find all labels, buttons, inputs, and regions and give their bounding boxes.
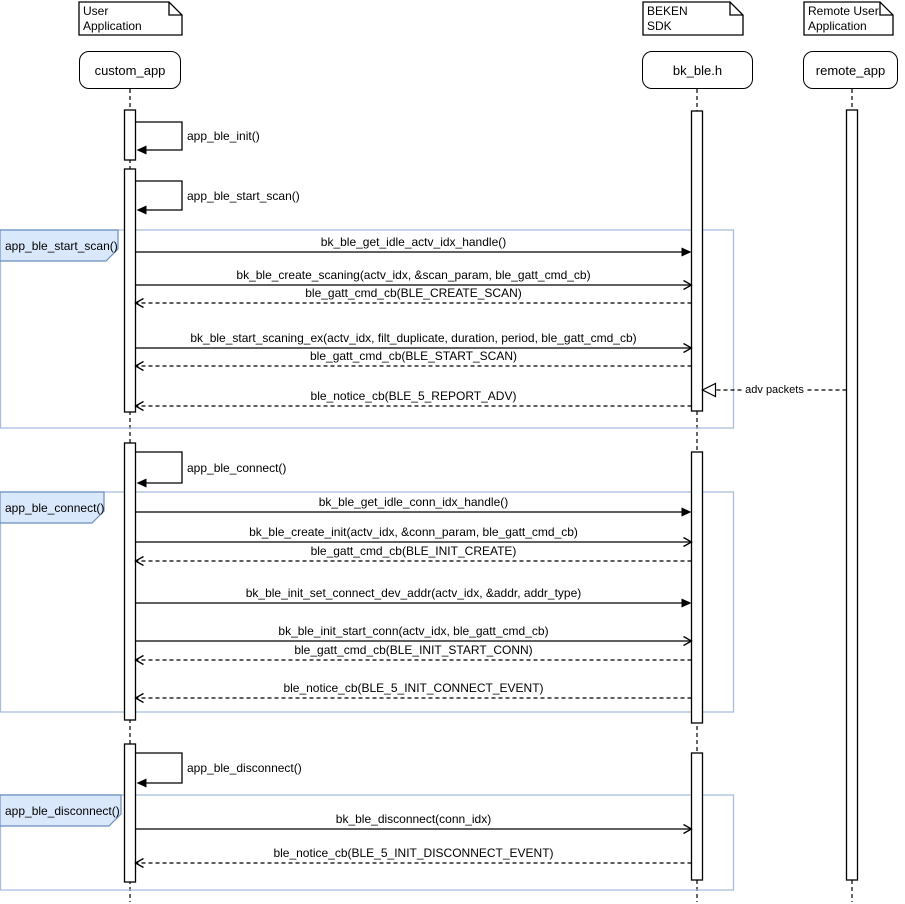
message-label: bk_ble_get_idle_conn_idx_handle() [318, 495, 509, 509]
arrowhead-open-icon [134, 692, 144, 704]
note-shape [78, 1, 183, 36]
self-call-label: app_ble_disconnect() [187, 761, 302, 775]
activation-bar-bk_ble.h [690, 752, 704, 881]
arrowhead-open-icon [134, 297, 144, 309]
activation-bar-remote_app [845, 109, 859, 881]
activation-bar-bk_ble.h [690, 110, 704, 412]
message-label: ble_gatt_cmd_cb(BLE_INIT_START_CONN) [294, 643, 533, 657]
frame-app_ble_disconnect [0, 794, 735, 891]
frame-label: app_ble_disconnect() [5, 803, 120, 818]
message-label: bk_ble_get_idle_actv_idx_handle() [320, 235, 507, 249]
arrowhead-open-icon [134, 857, 144, 869]
message-label: ble_notice_cb(BLE_5_REPORT_ADV) [310, 389, 517, 403]
message-label: ble_gatt_cmd_cb(BLE_CREATE_SCAN) [305, 286, 522, 300]
activation-bar-custom_app [123, 442, 137, 721]
arrowhead-triangle-icon [701, 382, 717, 398]
note-shape [642, 1, 744, 36]
arrowhead-filled-icon [681, 507, 692, 517]
participant-box: remote_app [803, 51, 898, 89]
self-call-label: app_ble_start_scan() [187, 188, 300, 203]
frame-app_ble_start_scan [0, 229, 735, 429]
frame-label: app_ble_start_scan() [5, 238, 118, 253]
frame-app_ble_connect [0, 491, 735, 713]
arrowhead-open-icon [683, 635, 693, 647]
frame-label-shape [0, 229, 119, 262]
arrowhead-filled-icon [136, 478, 147, 488]
arrowhead-open-icon [134, 400, 144, 412]
arrowhead-open-icon [134, 360, 144, 372]
message-label: bk_ble_create_scaning(actv_idx, &scan_pa… [236, 268, 591, 282]
arrowhead-open-icon [683, 536, 693, 548]
activation-bar-custom_app [123, 168, 137, 413]
frame-label-shape [0, 491, 105, 524]
participant-note: Remote User Application [808, 4, 879, 33]
message-label: bk_ble_start_scaning_ex(actv_idx, filt_d… [190, 331, 637, 345]
participant-note: User Application [83, 4, 142, 33]
arrowhead-filled-icon [136, 778, 147, 788]
message-label: bk_ble_create_init(actv_idx, &conn_param… [249, 525, 578, 539]
arrowhead-filled-icon [136, 145, 147, 155]
frame-label: app_ble_connect() [5, 500, 105, 515]
arrowhead-open-icon [683, 823, 693, 835]
participant-note: BEKEN SDK [647, 4, 688, 33]
message-label: ble_gatt_cmd_cb(BLE_INIT_CREATE) [310, 544, 517, 558]
arrowhead-open-icon [134, 555, 144, 567]
participant-box: bk_ble.h [642, 51, 753, 89]
arrowhead-filled-icon [681, 247, 692, 257]
participant-box: custom_app [79, 51, 181, 89]
arrowhead-open-icon [683, 342, 693, 354]
message-label: adv packets [742, 383, 807, 397]
arrowhead-open-icon [683, 279, 693, 291]
self-call-label: app_ble_init() [187, 129, 260, 143]
activation-bar-bk_ble.h [690, 451, 704, 724]
self-call-label: app_ble_connect() [187, 460, 287, 475]
activation-bar-custom_app [123, 109, 137, 161]
arrowhead-filled-icon [136, 205, 147, 215]
arrowhead-filled-icon [681, 598, 692, 608]
note-fold-icon [729, 2, 743, 16]
message-label: bk_ble_disconnect(conn_idx) [335, 812, 492, 826]
self-call-arrow [135, 451, 183, 484]
activation-bar-custom_app [123, 743, 137, 883]
self-call-arrow [135, 752, 183, 784]
note-shape [803, 1, 894, 36]
message-label: bk_ble_init_set_connect_dev_addr(actv_id… [245, 586, 582, 600]
message-label: ble_gatt_cmd_cb(BLE_START_SCAN) [310, 349, 517, 363]
message-label: ble_notice_cb(BLE_5_INIT_CONNECT_EVENT) [283, 681, 544, 695]
note-fold-icon [168, 2, 182, 16]
self-call-arrow [135, 180, 183, 211]
arrowhead-open-icon [134, 654, 144, 666]
message-label: bk_ble_init_start_conn(actv_idx, ble_gat… [278, 624, 549, 638]
frame-label-shape [0, 794, 122, 827]
note-fold-icon [879, 2, 893, 16]
self-call-arrow [135, 121, 183, 151]
message-label: ble_notice_cb(BLE_5_INIT_DISCONNECT_EVEN… [273, 846, 554, 860]
